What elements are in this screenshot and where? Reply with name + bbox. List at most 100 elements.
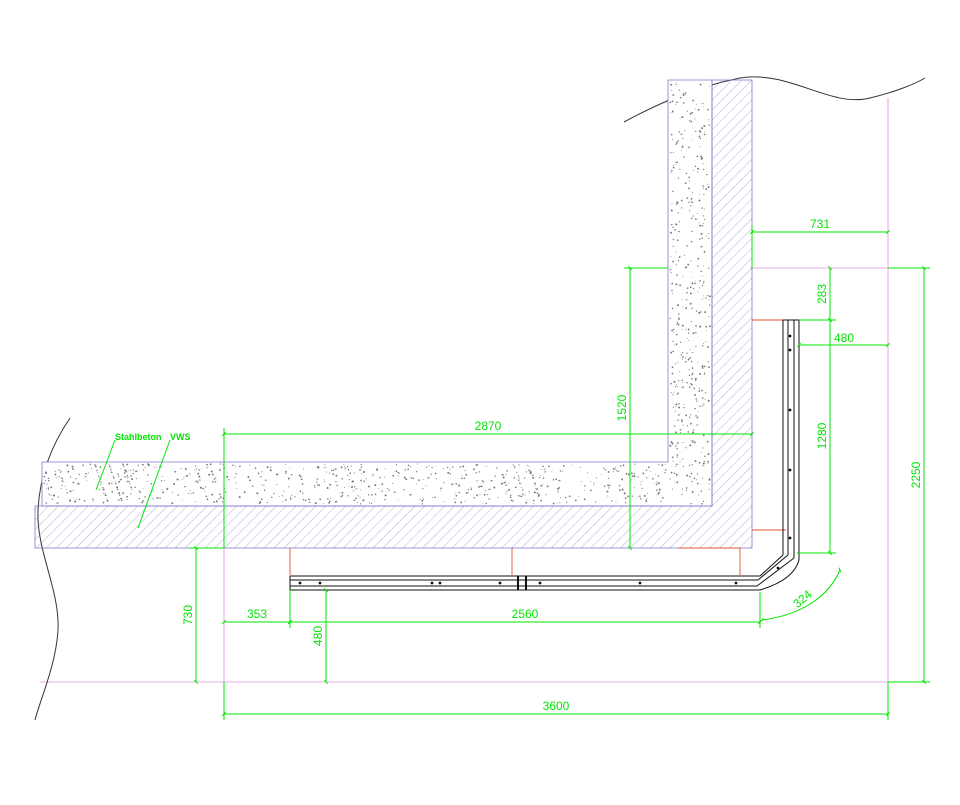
- concrete-speckle: [273, 492, 275, 494]
- concrete-speckle: [625, 473, 628, 475]
- concrete-speckle: [294, 496, 296, 498]
- concrete-speckle: [675, 103, 677, 105]
- wall-insulation: [34, 79, 753, 549]
- concrete-speckle: [261, 471, 263, 473]
- concrete-speckle: [510, 494, 512, 496]
- concrete-speckle: [379, 476, 381, 479]
- concrete-speckle: [57, 502, 59, 504]
- concrete-speckle: [457, 491, 459, 493]
- concrete-speckle: [348, 478, 350, 481]
- concrete-speckle: [672, 94, 675, 96]
- concrete-speckle: [123, 472, 126, 474]
- concrete-speckle: [702, 462, 705, 465]
- concrete-speckle: [423, 478, 424, 480]
- concrete-speckle: [69, 500, 71, 502]
- concrete-speckle: [703, 343, 704, 345]
- concrete-speckle: [249, 464, 251, 466]
- concrete-speckle: [506, 490, 508, 493]
- concrete-speckle: [373, 501, 375, 502]
- concrete-speckle: [505, 493, 507, 495]
- concrete-speckle: [266, 466, 269, 469]
- concrete-speckle: [75, 478, 77, 480]
- concrete-speckle: [517, 475, 520, 477]
- concrete-speckle: [671, 289, 673, 292]
- concrete-speckle: [97, 471, 99, 473]
- concrete-speckle: [681, 324, 684, 327]
- concrete-speckle: [701, 237, 703, 239]
- concrete-speckle: [458, 491, 461, 494]
- concrete-speckle: [614, 468, 616, 471]
- concrete-speckle: [520, 487, 522, 489]
- concrete-speckle: [701, 345, 704, 347]
- concrete-speckle: [359, 496, 361, 498]
- concrete-speckle: [676, 81, 678, 83]
- concrete-speckle: [708, 124, 711, 126]
- concrete-speckle: [678, 89, 680, 91]
- concrete-speckle: [542, 483, 544, 485]
- concrete-speckle: [208, 473, 211, 476]
- concrete-speckle: [695, 415, 697, 417]
- concrete-speckle: [689, 302, 692, 305]
- concrete-speckle: [691, 377, 693, 380]
- concrete-speckle: [637, 496, 639, 498]
- concrete-speckle: [111, 491, 114, 493]
- concrete-speckle: [601, 474, 602, 476]
- concrete-speckle: [691, 192, 693, 194]
- concrete-speckle: [699, 373, 701, 375]
- concrete-speckle: [473, 496, 475, 499]
- concrete-speckle: [324, 479, 326, 480]
- concrete-speckle: [646, 477, 648, 479]
- concrete-speckle: [102, 492, 104, 494]
- concrete-speckle: [61, 484, 63, 487]
- concrete-speckle: [630, 472, 633, 475]
- concrete-speckle: [672, 406, 675, 408]
- concrete-speckle: [542, 465, 544, 468]
- concrete-speckle: [704, 455, 706, 458]
- concrete-speckle: [623, 492, 626, 495]
- concrete-speckle: [691, 374, 693, 376]
- concrete-speckle: [403, 476, 406, 479]
- concrete-speckle: [556, 487, 559, 490]
- concrete-speckle: [347, 465, 349, 468]
- concrete-speckle: [481, 479, 483, 482]
- concrete-speckle: [688, 369, 690, 371]
- concrete-speckle: [700, 311, 702, 313]
- concrete-speckle: [685, 266, 688, 268]
- concrete-speckle: [691, 372, 694, 375]
- concrete-speckles: [43, 81, 711, 505]
- concrete-speckle: [681, 382, 683, 384]
- concrete-speckle: [701, 365, 704, 368]
- concrete-speckle: [640, 481, 643, 483]
- concrete-speckle: [45, 472, 48, 475]
- concrete-speckle: [110, 468, 112, 470]
- dim-1520: 1520: [615, 394, 629, 421]
- concrete-speckle: [698, 390, 701, 393]
- concrete-speckle: [192, 492, 195, 494]
- concrete-speckle: [688, 176, 691, 179]
- concrete-speckle: [691, 480, 693, 483]
- concrete-speckle: [672, 260, 674, 263]
- concrete-speckle: [708, 483, 710, 485]
- concrete-speckle: [698, 494, 700, 496]
- concrete-speckle: [675, 283, 678, 286]
- concrete-speckle: [483, 494, 486, 496]
- concrete-speckle: [587, 472, 589, 474]
- concrete-speckle: [108, 465, 111, 468]
- concrete-speckle: [501, 473, 504, 476]
- concrete-speckle: [110, 471, 113, 474]
- concrete-speckle: [708, 295, 711, 298]
- concrete-speckle: [702, 215, 704, 217]
- concrete-speckle: [120, 468, 122, 470]
- concrete-speckle: [558, 480, 560, 482]
- concrete-speckle: [692, 169, 694, 171]
- concrete-speckle: [194, 470, 196, 472]
- concrete-speckle: [463, 477, 466, 480]
- concrete-speckle: [275, 473, 278, 476]
- concrete-speckle: [518, 477, 520, 479]
- concrete-speckle: [328, 472, 331, 474]
- concrete-speckle: [675, 161, 677, 163]
- concrete-speckle: [359, 489, 361, 491]
- concrete-speckle: [559, 502, 561, 504]
- concrete-speckle: [189, 490, 191, 492]
- concrete-speckle: [374, 484, 377, 487]
